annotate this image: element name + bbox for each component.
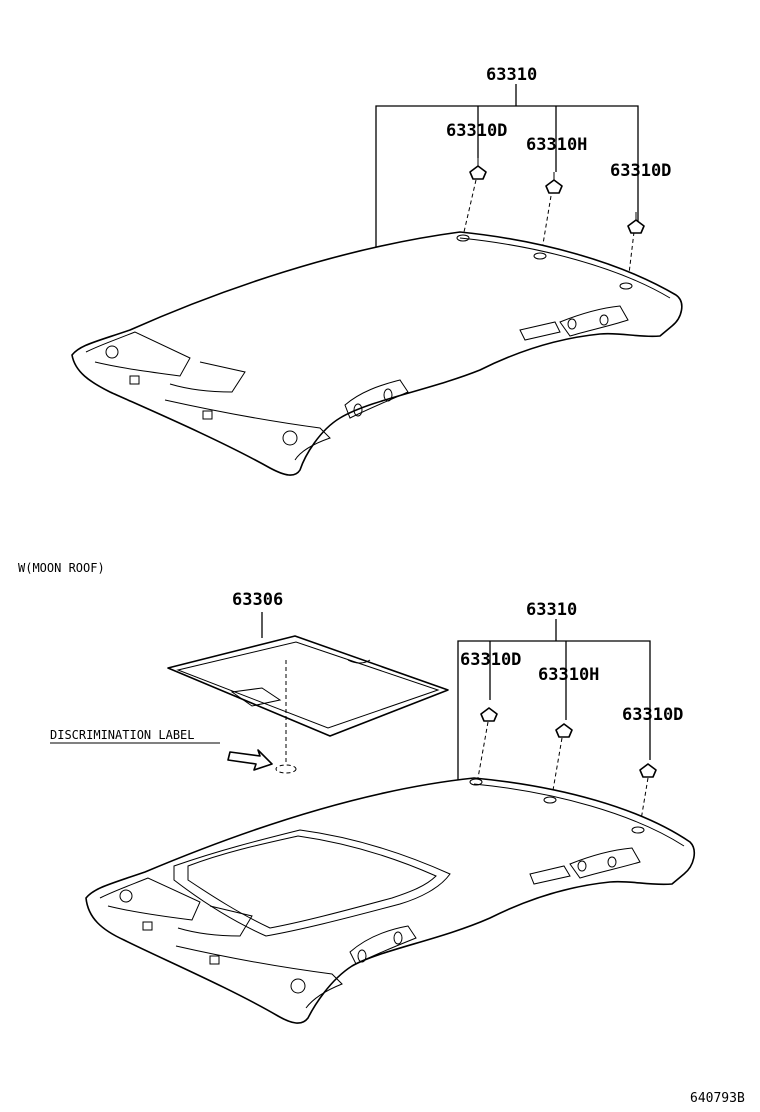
bottom-dash-mid bbox=[551, 737, 563, 797]
label-spot-icon bbox=[275, 764, 297, 774]
bottom-clip-right-icon bbox=[639, 763, 657, 778]
bottom-headliner-group: W(MOON ROOF) 63306 DISCRIMINATION LABEL bbox=[18, 561, 696, 1024]
top-clip-left-icon bbox=[469, 158, 487, 180]
bottom-clip-mid-label: 63310H bbox=[538, 665, 599, 685]
top-bracket-line bbox=[375, 105, 639, 248]
top-headliner-icon bbox=[71, 231, 683, 476]
bottom-dash-right bbox=[639, 777, 649, 827]
top-dash-right bbox=[627, 231, 635, 283]
bottom-headliner-icon bbox=[85, 777, 696, 1024]
panel-label: 63306 bbox=[232, 590, 283, 610]
top-clip-mid-icon bbox=[545, 172, 563, 194]
bottom-clip-mid-icon bbox=[555, 723, 573, 738]
bottom-clip-left-icon bbox=[480, 707, 498, 722]
top-dash-mid bbox=[541, 195, 552, 251]
top-clip-mid-label: 63310H bbox=[526, 135, 587, 155]
discrimination-label-text: DISCRIMINATION LABEL bbox=[50, 728, 195, 742]
top-dash-left bbox=[463, 179, 477, 233]
top-clip-right-icon bbox=[627, 212, 645, 234]
top-clip-right-label: 63310D bbox=[610, 161, 671, 181]
variant-label: W(MOON ROOF) bbox=[18, 561, 105, 575]
bottom-assembly-label: 63310 bbox=[526, 600, 577, 620]
top-clip-left-label: 63310D bbox=[446, 121, 507, 141]
top-assembly-label: 63310 bbox=[486, 65, 537, 85]
top-headliner-group: 63310 63310D 63310H 63310D bbox=[71, 65, 683, 476]
sunroof-panel-icon bbox=[167, 635, 449, 737]
bottom-dash-left bbox=[477, 721, 489, 779]
bottom-bracket-line bbox=[457, 640, 651, 780]
bottom-clip-right-label: 63310D bbox=[622, 705, 683, 725]
bottom-clip-left-label: 63310D bbox=[460, 650, 521, 670]
figure-number: 640793B bbox=[690, 1091, 745, 1106]
arrow-icon bbox=[227, 749, 273, 771]
